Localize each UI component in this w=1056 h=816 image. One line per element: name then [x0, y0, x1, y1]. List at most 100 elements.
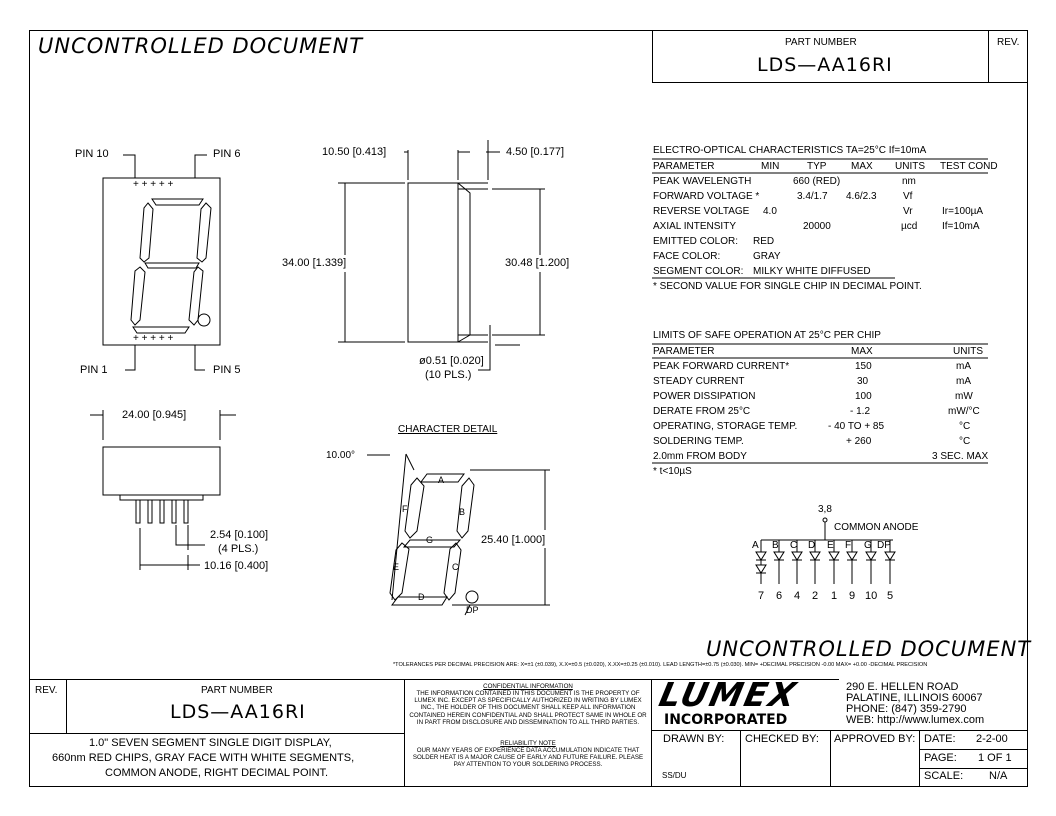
safe-row-param: 2.0mm FROM BODY: [653, 451, 747, 462]
safe-row-max: + 260: [846, 436, 872, 447]
tb-description-2: 660nm RED CHIPS, GRAY FACE WITH WHITE SE…: [52, 752, 355, 764]
schematic-seg-label: C: [790, 540, 798, 551]
bottom-span-dim: 10.16 [0.400]: [204, 560, 269, 572]
safe-col-units: UNITS: [953, 346, 983, 357]
eo-col-min: MIN: [761, 161, 780, 172]
bottom-pitch-qty: (4 PLS.): [218, 543, 259, 555]
tolerances-note: *TOLERANCES PER DECIMAL PRECISION ARE: X…: [393, 662, 928, 668]
tb-part-number-label: PART NUMBER: [201, 685, 273, 696]
header-part-number: LDS—AA16RI: [757, 54, 893, 76]
schematic-common-pin: 3,8: [818, 504, 832, 515]
schematic-common-label: COMMON ANODE: [834, 522, 919, 533]
pin6-label: PIN 6: [213, 148, 241, 160]
tb-reliability: RELIABILITY NOTE OUR MANY YEARS OF EXPER…: [407, 740, 649, 769]
eo-row-param: PEAK WAVELENGTH: [653, 176, 752, 187]
eo-col-parameter: PARAMETER: [653, 161, 715, 172]
bottom-width-dim: 24.00 [0.945]: [122, 409, 187, 421]
safe-row-max: - 40 TO + 85: [828, 421, 885, 432]
eo-table-rules: [652, 158, 988, 464]
safe-row-units: 3 SEC. MAX: [932, 451, 989, 462]
side-width-dim: 10.50 [0.413]: [322, 146, 387, 158]
tb-confidential-text: THE INFORMATION CONTAINED IN THIS DOCUME…: [409, 690, 647, 726]
eo-row-min: 4.0: [763, 206, 777, 217]
eo-col-max: MAX: [851, 161, 873, 172]
eo-note: * SECOND VALUE FOR SINGLE CHIP IN DECIMA…: [653, 281, 922, 292]
eo-row-max: 4.6/2.3: [846, 191, 877, 202]
tb-scale: N/A: [989, 770, 1008, 782]
tb-checked-by-label: CHECKED BY:: [745, 733, 819, 745]
eo-row-value: GRAY: [753, 251, 781, 262]
front-view-body: [102, 177, 221, 346]
seg-label-a: A: [438, 475, 445, 485]
schematic-pin-number: 2: [812, 590, 819, 602]
pin1-label: PIN 1: [80, 364, 108, 376]
eo-row-value: RED: [753, 236, 775, 247]
seg-label-g: G: [426, 535, 434, 545]
tb-phone: PHONE: (847) 359-2790: [846, 703, 967, 715]
schematic-pin-number: 5: [887, 590, 894, 602]
schematic-seg-label: E: [827, 540, 834, 551]
safe-row-max: 100: [855, 391, 872, 402]
eo-row-units: µcd: [901, 221, 918, 232]
safe-col-max: MAX: [851, 346, 873, 357]
safe-row-units: mW/°C: [948, 406, 980, 417]
tb-rev-label: REV.: [35, 685, 58, 696]
eo-title: ELECTRO-OPTICAL CHARACTERISTICS TA=25°C …: [653, 145, 927, 156]
schematic-pin-number: 7: [758, 590, 765, 602]
front-seven-segment: [130, 198, 212, 334]
schematic-seg-label: A: [752, 540, 759, 551]
safe-op-title: LIMITS OF SAFE OPERATION AT 25°C PER CHI…: [653, 330, 881, 341]
pin5-label: PIN 5: [213, 364, 241, 376]
eo-row-units: Vr: [903, 206, 913, 217]
safe-row-max: 150: [855, 361, 872, 372]
eo-row-units: nm: [902, 176, 916, 187]
schematic-seg-label: G: [864, 540, 872, 551]
safe-col-parameter: PARAMETER: [653, 346, 715, 357]
safe-row-param: OPERATING, STORAGE TEMP.: [653, 421, 798, 432]
safe-row-param: SOLDERING TEMP.: [653, 436, 744, 447]
tb-confidential-title: CONFIDENTIAL INFORMATION: [483, 683, 573, 690]
side-height-dim: 34.00 [1.339]: [282, 257, 347, 269]
safe-row-param: STEADY CURRENT: [653, 376, 745, 387]
eo-col-units: UNITS: [895, 161, 925, 172]
schematic-pin-number: 9: [849, 590, 856, 602]
tb-part-number: LDS—AA16RI: [170, 701, 306, 723]
eo-row-typ: 20000: [803, 221, 831, 232]
eo-row-param: AXIAL INTENSITY: [653, 221, 736, 232]
safe-op-note: * t<10µS: [653, 466, 692, 477]
safe-row-units: mW: [955, 391, 973, 402]
tb-confidential: CONFIDENTIAL INFORMATION THE INFORMATION…: [407, 683, 649, 726]
tb-reliability-text: OUR MANY YEARS OF EXPERIENCE DATA ACCUMU…: [412, 747, 644, 769]
header-rev-box: [988, 30, 1028, 83]
tb-reliability-title: RELIABILITY NOTE: [500, 740, 556, 747]
character-detail-drawing: [367, 453, 550, 616]
eo-col-test: TEST COND: [940, 161, 998, 172]
pin10-label: PIN 10: [75, 148, 109, 160]
char-height-dim: 25.40 [1.000]: [481, 534, 546, 546]
safe-row-max: 30: [857, 376, 869, 387]
safe-row-param: POWER DISSIPATION: [653, 391, 756, 402]
header-rev-label: REV.: [997, 37, 1020, 48]
tb-date-label: DATE:: [924, 733, 956, 745]
safe-row-units: °C: [959, 421, 971, 432]
eo-row-param: EMITTED COLOR:: [653, 236, 739, 247]
safe-row-units: °C: [959, 436, 971, 447]
side-pin-span-dim: 30.48 [1.200]: [505, 257, 570, 269]
eo-row-param: SEGMENT COLOR:: [653, 266, 744, 277]
pins-top-marks: + + + + +: [133, 179, 174, 190]
seg-label-d: D: [418, 592, 425, 602]
tb-description-3: COMMON ANODE, RIGHT DECIMAL POINT.: [105, 767, 329, 779]
eo-row-param: FORWARD VOLTAGE *: [653, 191, 760, 202]
tb-drawn-by-label: DRAWN BY:: [663, 733, 725, 745]
bottom-view: [90, 410, 236, 570]
tb-web: WEB: http://www.lumex.com: [846, 714, 985, 726]
seg-label-b: B: [459, 507, 466, 517]
safe-row-param: PEAK FORWARD CURRENT*: [653, 361, 790, 372]
lumex-logo-sub: INCORPORATED: [664, 712, 788, 728]
pins-bottom-marks: + + + + +: [133, 333, 174, 344]
header-part-number-label: PART NUMBER: [785, 37, 857, 48]
tb-address-2: PALATINE, ILLINOIS 60067: [846, 692, 983, 704]
seg-label-f: F: [402, 504, 408, 514]
eo-row-test: Ir=100µA: [942, 206, 984, 217]
